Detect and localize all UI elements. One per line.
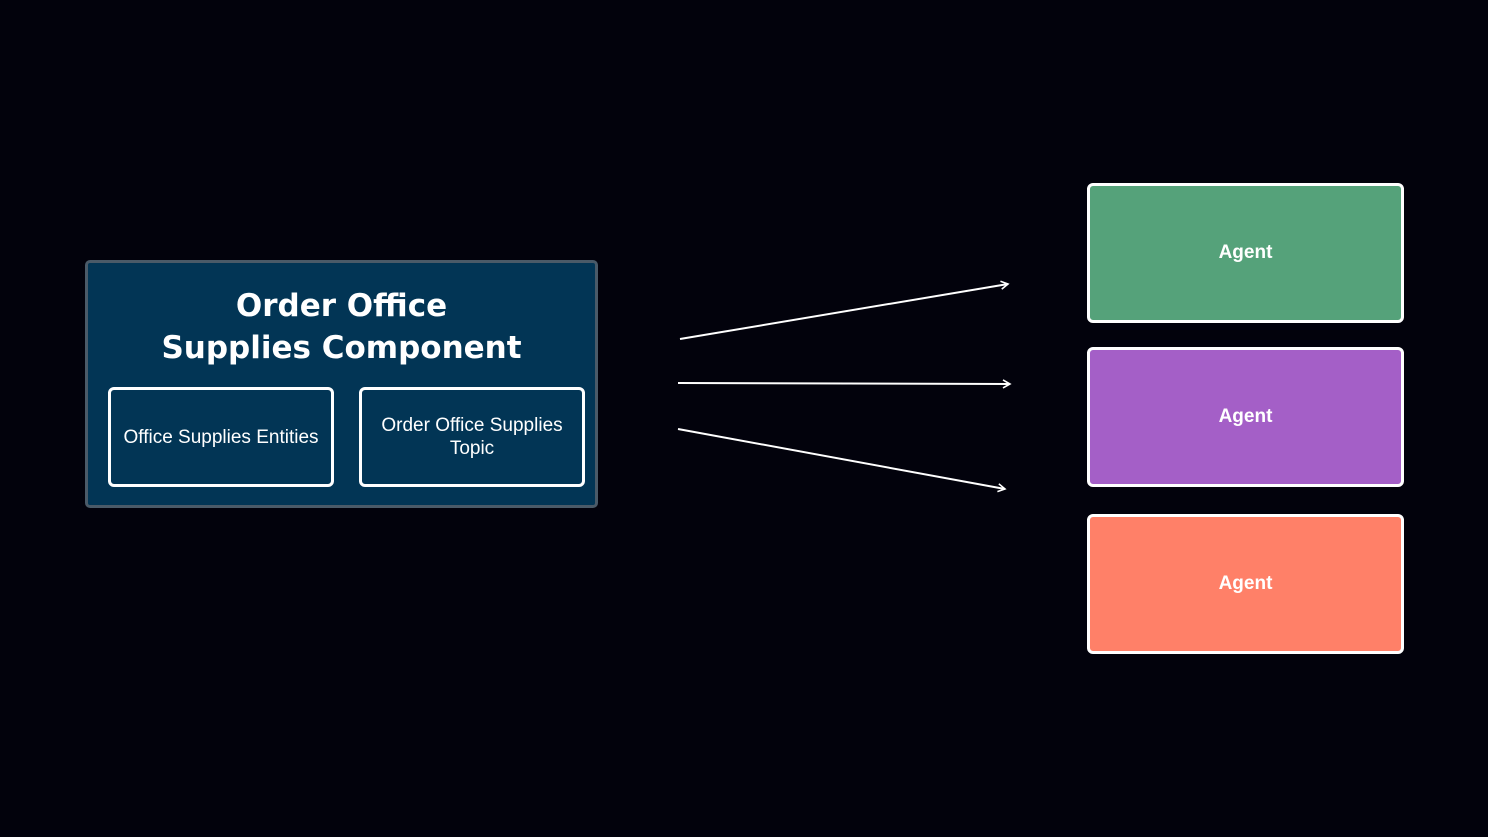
topic-box: Order Office Supplies Topic — [359, 387, 585, 487]
entities-box-label: Office Supplies Entities — [123, 426, 319, 448]
arrow-to-agent-2 — [677, 379, 1012, 389]
arrow-to-agent-3 — [677, 428, 1007, 493]
agent-box-2: Agent — [1087, 347, 1404, 487]
entities-box: Office Supplies Entities — [108, 387, 334, 487]
agent-box-1: Agent — [1087, 183, 1404, 323]
agent-label-2: Agent — [1218, 406, 1273, 427]
topic-box-label: Order Office Supplies Topic — [381, 415, 563, 459]
component-title-line1: Order Office — [235, 288, 448, 324]
agent-box-3: Agent — [1087, 514, 1404, 654]
arrow-to-agent-1 — [679, 280, 1010, 340]
component-box: Order Office Supplies Component Office S… — [85, 260, 598, 508]
agent-label-3: Agent — [1218, 573, 1273, 594]
component-title-line2: Supplies Component — [161, 330, 522, 366]
agent-label-1: Agent — [1218, 242, 1273, 263]
component-title: Order Office Supplies Component — [88, 285, 595, 369]
